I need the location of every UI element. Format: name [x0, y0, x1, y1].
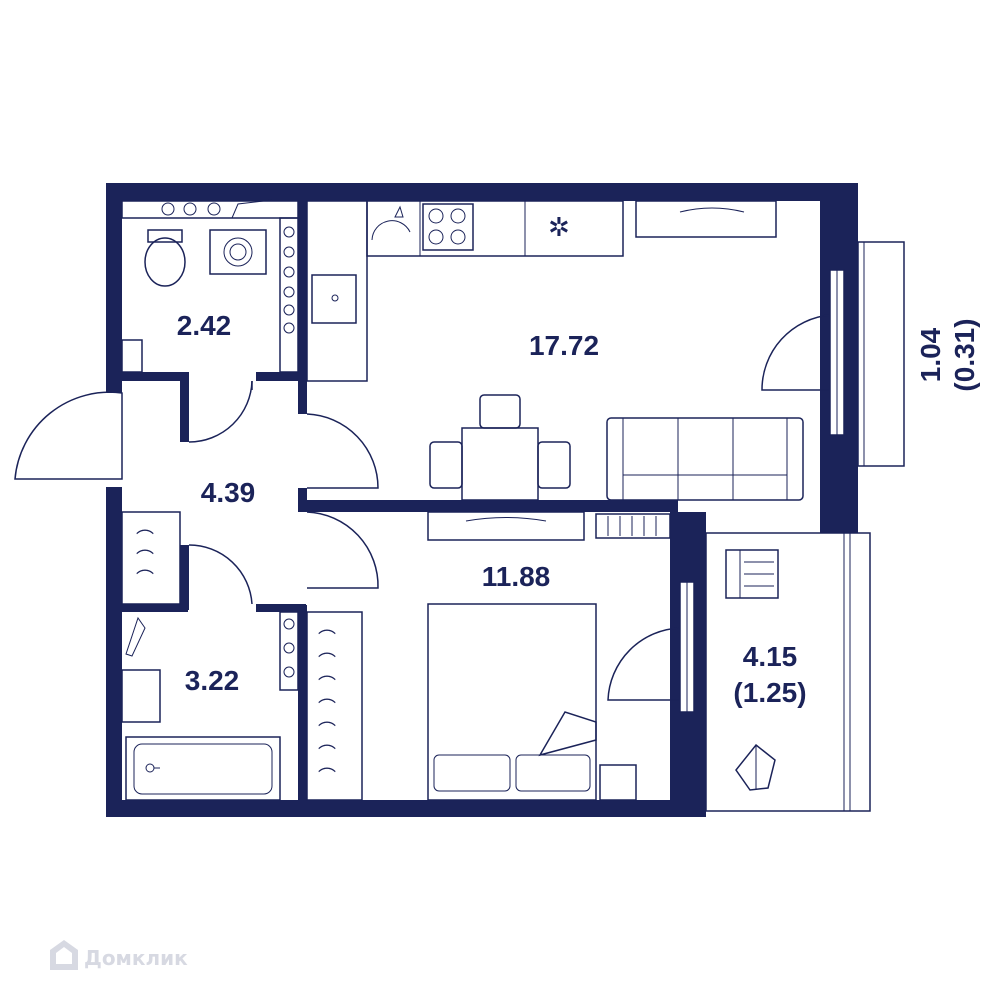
- room-labels: 2.42 17.72 4.39 11.88 3.22 4.15 (1.25) 1…: [177, 310, 980, 708]
- svg-text:⌒: ⌒: [136, 549, 154, 570]
- svg-text:⌒: ⌒: [136, 569, 154, 590]
- svg-text:⌒: ⌒: [318, 698, 336, 719]
- watermark-text: Домклик: [84, 946, 188, 970]
- house-logo-icon: [50, 940, 78, 970]
- svg-text:⌒: ⌒: [318, 721, 336, 742]
- kitchen-fixtures: ✲: [306, 200, 777, 382]
- wc-fixtures: [121, 199, 299, 373]
- radiator-icon: [595, 513, 671, 539]
- plant-icon: [735, 743, 776, 791]
- room-area-kitchen-living: 17.72: [529, 330, 599, 361]
- bed-icon: [427, 603, 597, 801]
- svg-text:⌒: ⌒: [318, 744, 336, 765]
- room-area-hall: 4.39: [201, 477, 256, 508]
- windows: [679, 269, 845, 713]
- svg-text:⌒: ⌒: [318, 629, 336, 650]
- balcony-area: 1.04: [915, 327, 946, 382]
- room-area-bedroom: 11.88: [482, 561, 551, 592]
- svg-text:⌒: ⌒: [318, 652, 336, 673]
- sofa: [606, 417, 804, 501]
- svg-text:⌒: ⌒: [136, 529, 154, 550]
- watermark: Домклик: [50, 940, 188, 970]
- bathtub-icon: [125, 736, 281, 801]
- fridge-icon: ✲: [548, 213, 570, 243]
- chair-icon: [725, 549, 779, 599]
- hall-wardrobe: ⌒ ⌒ ⌒: [121, 511, 181, 605]
- doors: [14, 314, 831, 701]
- kettle-icon: [371, 220, 411, 241]
- bedroom-furniture: ⌒ ⌒ ⌒ ⌒ ⌒ ⌒ ⌒: [306, 511, 671, 801]
- loggia: [705, 532, 871, 812]
- room-area-wc: 2.42: [177, 310, 232, 341]
- room-area-loggia-reduced: (1.25): [733, 677, 806, 708]
- wc-sink-icon: [121, 339, 143, 373]
- bedroom-wardrobe: [306, 611, 363, 801]
- toilet-icon: [144, 237, 186, 287]
- kitchen-sink-icon: [311, 274, 357, 324]
- svg-text:⌒: ⌒: [318, 675, 336, 696]
- dining-set: [429, 394, 571, 501]
- stove-icon: [422, 203, 474, 251]
- room-area-bathroom: 3.22: [185, 665, 240, 696]
- balcony-area-reduced: (0.31): [949, 318, 980, 391]
- svg-text:⌒: ⌒: [318, 767, 336, 788]
- bathroom-sink-icon: [121, 669, 161, 723]
- washing-machine-icon: [209, 229, 267, 275]
- wardrobe-kitchen: [635, 200, 777, 238]
- bathroom-fixtures: [121, 611, 299, 801]
- loggia-furniture: [725, 549, 779, 791]
- room-area-loggia: 4.15: [743, 641, 798, 672]
- balcony: [857, 241, 905, 467]
